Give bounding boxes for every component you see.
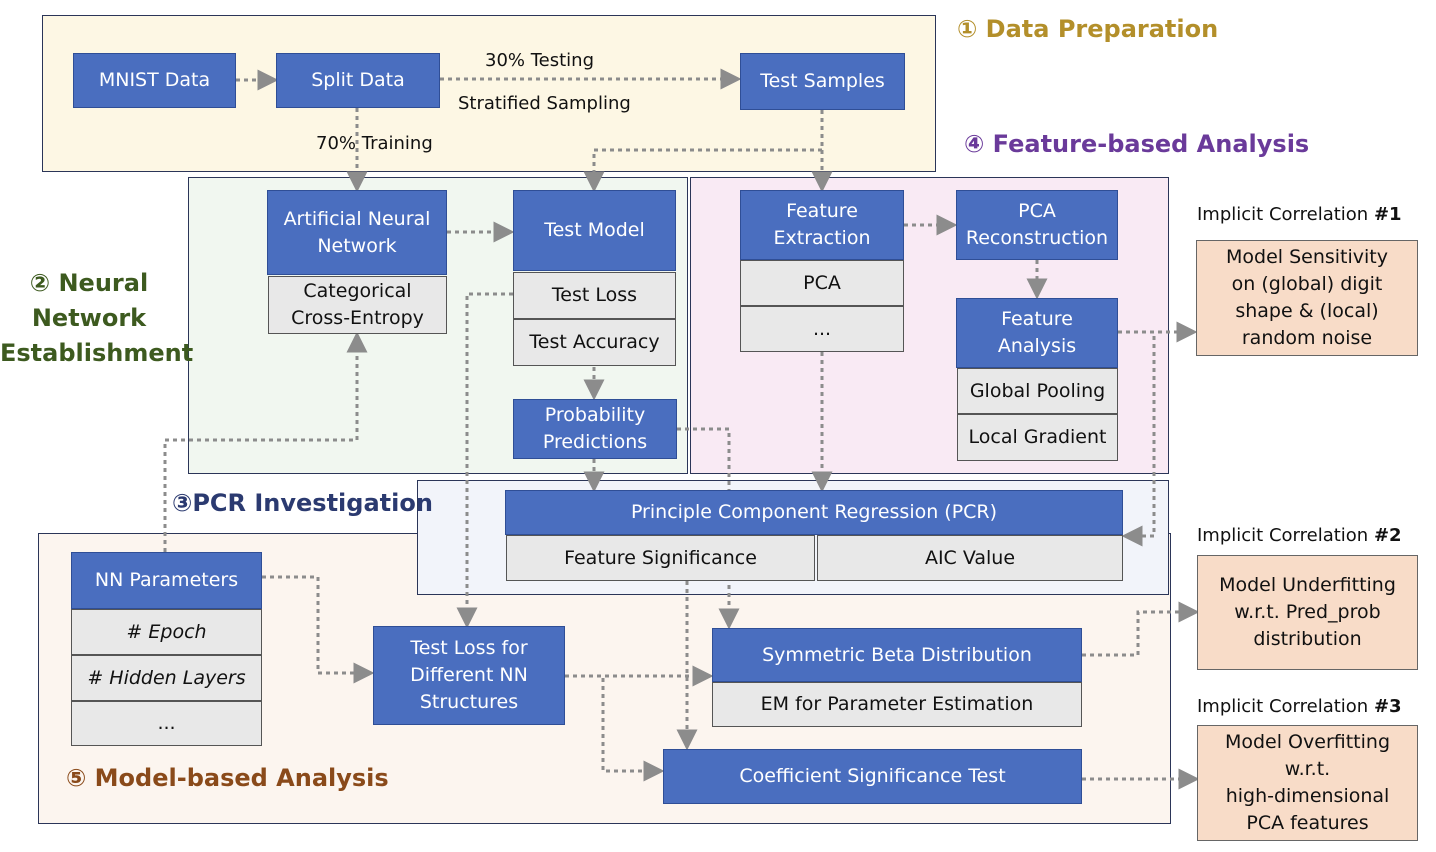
correlation-title-text: Implicit Correlation [1197, 204, 1374, 225]
node-label: Feature [786, 200, 858, 222]
node-label: Local Gradient [968, 426, 1107, 448]
edge-label-stratified: Stratified Sampling [458, 93, 631, 114]
node-em-estimation: EM for Parameter Estimation [712, 682, 1082, 727]
node-label: Feature Significance [564, 546, 757, 569]
correlation-1-box: Model Sensitivity on (global) digit shap… [1196, 240, 1418, 356]
node-label: MNIST Data [98, 69, 211, 91]
node-label: Predictions [542, 431, 648, 453]
section-title-line: Establishment [0, 339, 194, 367]
node-label: # Hidden Layers [87, 666, 246, 689]
node-label: PCA [1018, 200, 1056, 222]
node-pca-reconstruction: PCA Reconstruction [956, 190, 1118, 260]
correlation-2-box: Model Underfitting w.r.t. Pred_prob dist… [1197, 555, 1418, 670]
node-label: Test Loss [551, 284, 638, 306]
node-label: Global Pooling [969, 379, 1106, 402]
section-title-model-analysis: ⑤ Model-based Analysis [66, 764, 389, 792]
section-title-line: ② Neural [29, 269, 149, 297]
node-label: Test Model [544, 219, 645, 241]
node-test-accuracy: Test Accuracy [513, 319, 676, 366]
edge-label-training: 70% Training [316, 133, 433, 154]
correlation-number: #2 [1373, 525, 1402, 546]
node-categorical-cross-entropy: Categorical Cross-Entropy [268, 276, 447, 334]
correlation-title-text: Implicit Correlation [1197, 525, 1374, 546]
node-coefficient-significance-test: Coefficient Significance Test [663, 749, 1082, 804]
node-test-model: Test Model [513, 190, 676, 271]
node-label: EM for Parameter Estimation [760, 693, 1034, 715]
correlation-line: w.r.t. Pred_prob [1234, 601, 1381, 623]
section-title-pcr: ③PCR Investigation [172, 489, 433, 517]
edge-label-testing: 30% Testing [485, 50, 595, 71]
node-split-data: Split Data [276, 53, 440, 108]
correlation-1-title: Implicit Correlation #1 [1197, 204, 1402, 225]
node-global-pooling: Global Pooling [957, 368, 1118, 414]
node-label: Symmetric Beta Distribution [762, 643, 1032, 666]
node-label: Split Data [311, 69, 405, 91]
node-probability-predictions: Probability Predictions [513, 399, 677, 459]
node-label: Coefficient Significance Test [739, 765, 1006, 787]
node-aic-value: AIC Value [817, 535, 1123, 581]
node-feature-analysis: Feature Analysis [956, 298, 1118, 368]
node-ann: Artificial Neural Network [267, 190, 447, 275]
correlation-line: distribution [1253, 628, 1362, 650]
node-pca: PCA [740, 260, 904, 306]
correlation-line: Model Sensitivity [1225, 246, 1388, 268]
node-label: Extraction [773, 227, 871, 249]
node-label: Different NN [410, 664, 528, 686]
section-title-neural-network: ② Neural Network Establishment [0, 266, 194, 371]
node-feature-extraction: Feature Extraction [740, 190, 904, 260]
node-label: Test Loss for [410, 637, 528, 659]
correlation-line: on (global) digit [1231, 273, 1383, 295]
node-pcr: Principle Component Regression (PCR) [505, 490, 1123, 535]
section-title-data-preparation: ① Data Preparation [957, 15, 1219, 43]
node-label: Principle Component Regression (PCR) [630, 501, 998, 523]
node-label: Reconstruction [965, 227, 1109, 249]
node-label: Probability [544, 404, 646, 426]
correlation-3-title: Implicit Correlation #3 [1197, 696, 1402, 717]
node-test-loss-different-structures: Test Loss for Different NN Structures [373, 626, 565, 725]
correlation-number: #1 [1373, 204, 1402, 225]
node-label: NN Parameters [94, 569, 239, 591]
correlation-title-text: Implicit Correlation [1197, 696, 1374, 717]
node-label: Structures [419, 691, 519, 713]
node-hidden-layers: # Hidden Layers [71, 655, 262, 701]
node-label: ... [812, 317, 832, 340]
node-label: PCA [803, 271, 841, 294]
correlation-line: shape & (local) [1235, 300, 1379, 322]
node-label: Feature [1001, 308, 1073, 330]
correlation-line: high-dimensional [1225, 785, 1390, 807]
correlation-line: random noise [1241, 327, 1373, 349]
node-feature-significance: Feature Significance [506, 535, 815, 581]
correlation-line: PCA features [1246, 812, 1369, 834]
correlation-3-box: Model Overfitting w.r.t. high-dimensiona… [1197, 725, 1418, 841]
node-label: Test Accuracy [529, 331, 660, 353]
node-symmetric-beta: Symmetric Beta Distribution [712, 628, 1082, 682]
node-label: Analysis [997, 335, 1077, 357]
node-label: AIC Value [924, 546, 1016, 569]
node-label: # Epoch [126, 620, 207, 643]
section-title-line: Network [31, 304, 147, 332]
node-feature-more: ... [740, 306, 904, 352]
node-test-loss: Test Loss [513, 272, 676, 319]
node-label: Cross-Entropy [291, 307, 424, 329]
correlation-line: Model Overfitting [1224, 731, 1391, 753]
node-label: ... [157, 712, 176, 734]
correlation-number: #3 [1373, 696, 1402, 717]
correlation-2-title: Implicit Correlation #2 [1197, 525, 1402, 546]
correlation-line: Model Underfitting [1219, 574, 1396, 596]
node-label: Test Samples [760, 70, 885, 92]
node-nn-more: ... [71, 701, 262, 746]
node-local-gradient: Local Gradient [957, 414, 1118, 461]
node-label: Artificial Neural [283, 207, 431, 230]
node-mnist-data: MNIST Data [73, 53, 236, 108]
node-test-samples: Test Samples [740, 53, 905, 110]
node-label: Network [317, 234, 397, 257]
node-epoch: # Epoch [71, 609, 262, 655]
correlation-line: w.r.t. [1284, 758, 1331, 780]
node-label: Categorical [303, 280, 412, 302]
node-nn-parameters: NN Parameters [71, 552, 262, 609]
section-title-feature-analysis: ④ Feature-based Analysis [964, 130, 1310, 158]
